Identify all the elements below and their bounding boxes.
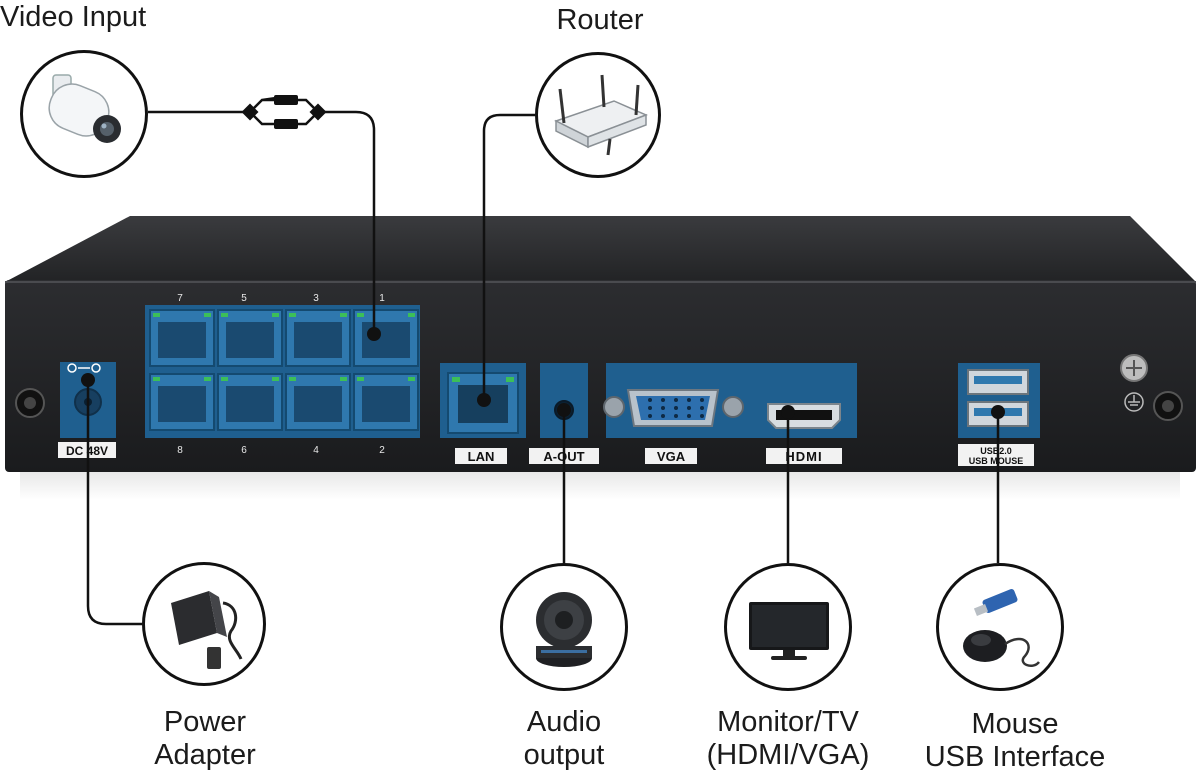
security-camera-icon <box>48 74 121 143</box>
usb-label-top: USB2.0 <box>980 446 1012 456</box>
ethernet-port <box>149 373 215 431</box>
ethernet-port <box>149 309 215 367</box>
power-adapter-icon <box>171 591 243 669</box>
router-label: Router <box>556 4 644 36</box>
port-number-bottom: 6 <box>241 445 247 456</box>
mouse-usb-label-line1: Mouse <box>971 708 1059 740</box>
router-circle <box>535 52 661 178</box>
ethernet-port <box>285 373 351 431</box>
ethernet-port <box>217 373 283 431</box>
mouse-usb-circle <box>936 563 1064 691</box>
vga-label: VGA <box>657 449 686 464</box>
screw-left-icon <box>15 388 45 418</box>
power-line <box>86 380 142 626</box>
audio-output-label-line1: Audio <box>526 706 602 738</box>
video-input-label: Video Input <box>0 1 147 33</box>
speaker-circle <box>500 563 628 691</box>
lan-label: LAN <box>468 449 495 464</box>
monitor-circle <box>724 563 852 691</box>
hdmi-port <box>767 403 841 429</box>
power-adapter-label-line2: Adapter <box>154 739 256 771</box>
bnc-splitter-icon <box>249 96 319 126</box>
monitor-tv-label: Monitor/TV (HDMI/VGA) <box>676 706 900 772</box>
ground-screw-icon <box>1120 354 1148 382</box>
monitor-tv-label-line1: Monitor/TV <box>717 706 859 738</box>
port-number-top: 7 <box>177 293 183 304</box>
ground-symbol-icon <box>1124 392 1144 412</box>
port-number-top: 1 <box>379 293 385 304</box>
video-input-line <box>148 110 376 334</box>
connection-lines <box>86 96 1000 626</box>
ethernet-port <box>353 373 419 431</box>
bnc-plug-2 <box>274 119 298 129</box>
router-icon <box>554 74 648 156</box>
port-number-bottom: 8 <box>177 445 183 456</box>
screw-right-icon <box>1153 391 1183 421</box>
ethernet-port <box>285 309 351 367</box>
usb-port-top <box>967 369 1029 395</box>
power-adapter-label: Power Adapter <box>120 706 290 772</box>
device-top <box>5 216 1196 282</box>
power-adapter-label-line1: Power <box>163 706 247 738</box>
monitor-icon <box>749 602 829 660</box>
speaker-icon <box>536 592 592 667</box>
bnc-plug-1 <box>274 95 298 105</box>
camera-circle <box>20 50 148 178</box>
router-line <box>482 113 535 400</box>
mouse-usb-icon <box>963 589 1040 667</box>
port-number-bottom: 2 <box>379 445 385 456</box>
port-number-bottom: 4 <box>313 445 319 456</box>
device-reflection <box>20 470 1180 500</box>
port-number-top: 5 <box>241 293 247 304</box>
monitor-tv-label-line2: (HDMI/VGA) <box>706 739 870 771</box>
port-number-top: 3 <box>313 293 319 304</box>
audio-output-label: Audio output <box>484 706 644 772</box>
mouse-usb-label-line2: USB Interface <box>924 741 1106 773</box>
ethernet-port <box>217 309 283 367</box>
hdmi-label: HDMI <box>785 449 822 464</box>
usb-label-bottom: USB MOUSE <box>969 456 1024 466</box>
dc-polarity-icon <box>67 363 101 373</box>
mouse-usb-label: Mouse USB Interface <box>900 708 1130 774</box>
ethernet-port <box>353 309 419 367</box>
power-adapter-circle <box>142 562 266 686</box>
audio-output-label-line2: output <box>523 739 605 771</box>
ethernet-ports <box>149 309 419 431</box>
